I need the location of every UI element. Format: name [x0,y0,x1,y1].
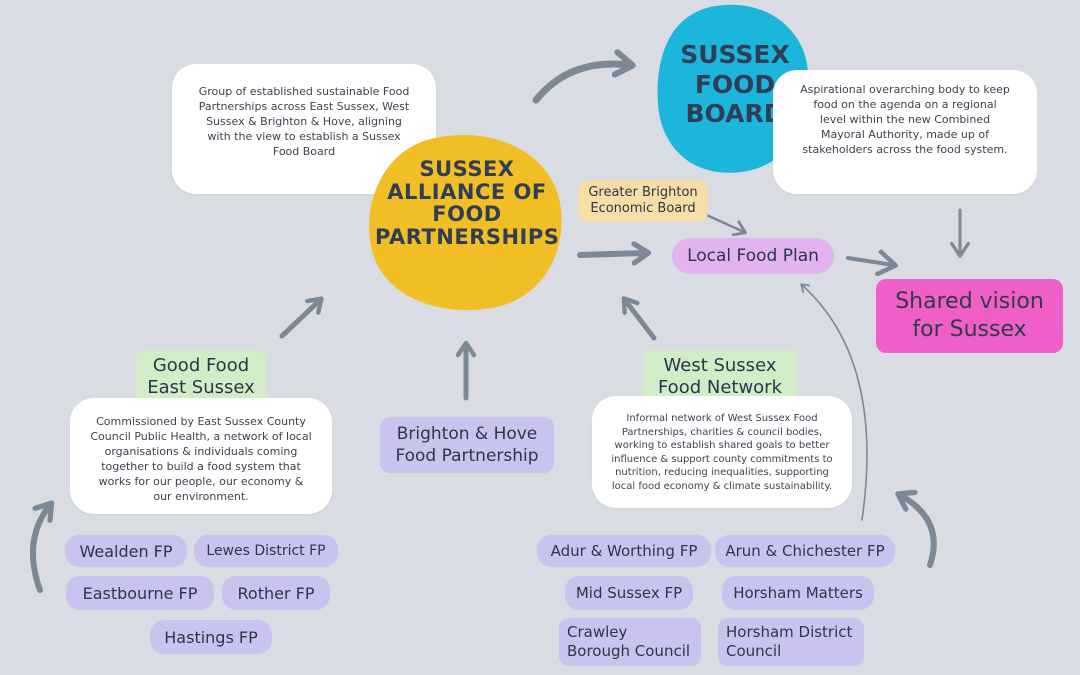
good-food-east-sussex-label: Good Food East Sussex [147,355,255,398]
west-partner-tag: Arun & Chichester FP [715,535,895,567]
alliance-description-text: Group of established sustainable Food Pa… [198,85,410,158]
brighton-hove-tag: Brighton & Hove Food Partnership [380,417,554,473]
good-food-description-text: Commissioned by East Sussex County Counc… [90,415,312,503]
arrow-east-partners-up [29,505,50,593]
alliance-title: SUSSEX ALLIANCE OF FOOD PARTNERSHIPS [375,157,560,250]
food-board-title: SUSSEX FOOD BOARD [680,40,790,128]
west-sussex-description-text: Informal network of West Sussex Food Par… [611,413,833,492]
east-partner-tag: Lewes District FP [194,535,338,567]
east-partner-tag: Rother FP [222,576,330,610]
east-partner-tag: Hastings FP [150,620,272,654]
west-partner-tag: Mid Sussex FP [565,576,693,610]
good-food-description: Commissioned by East Sussex County Counc… [70,398,332,514]
arrow-alliance-to-board [532,64,630,104]
board-description-text: Aspirational overarching body to keep fo… [800,83,1010,156]
west-sussex-network-label: West Sussex Food Network [657,355,783,398]
good-food-east-sussex-tag: Good Food East Sussex [136,350,266,404]
east-partner-tag: Wealden FP [65,535,187,567]
west-partner-label: Arun & Chichester FP [725,542,885,560]
west-partner-tag: Horsham District Council [718,618,864,666]
west-partner-label: Mid Sussex FP [575,584,683,602]
east-partner-label: Rother FP [237,583,315,603]
local-food-plan-tag: Local Food Plan [672,238,834,274]
east-partner-tag: Eastbourne FP [66,576,214,610]
arrow-good-food-to-alliance [279,300,320,339]
east-partner-label: Hastings FP [164,627,258,647]
shared-vision-tag: Shared vision for Sussex [876,279,1063,353]
west-partner-label: Adur & Worthing FP [550,542,698,560]
west-partner-tag: Horsham Matters [722,576,874,610]
food-board-blob: SUSSEX FOOD BOARD [655,2,810,174]
west-partner-tag: Adur & Worthing FP [537,535,711,567]
alliance-blob: SUSSEX ALLIANCE OF FOOD PARTNERSHIPS [365,132,565,312]
brighton-hove-label: Brighton & Hove Food Partnership [395,424,539,466]
arrow-food-plan-to-shared-vision [846,249,899,277]
west-sussex-description: Informal network of West Sussex Food Par… [592,396,852,508]
east-partner-label: Wealden FP [79,541,173,561]
greater-brighton-label: Greater Brighton Economic Board [588,185,698,216]
arrow-alliance-to-food-plan [577,253,646,255]
east-partner-label: Eastbourne FP [82,583,198,603]
board-description: Aspirational overarching body to keep fo… [773,70,1037,194]
west-sussex-network-tag: West Sussex Food Network [643,350,797,404]
west-partner-label: Horsham District Council [726,623,853,660]
west-partner-label: Crawley Borough Council [567,623,691,660]
arrow-west-partners-up [900,495,937,568]
arrow-west-sussex-to-center [625,300,657,341]
local-food-plan-label: Local Food Plan [687,246,819,266]
food-board-blob-shape [657,4,809,173]
east-partner-label: Lewes District FP [206,543,326,559]
shared-vision-label: Shared vision for Sussex [895,289,1044,342]
arrow-west-partners-to-food-plan [800,283,868,521]
west-partner-label: Horsham Matters [733,584,863,602]
greater-brighton-tag: Greater Brighton Economic Board [578,180,708,222]
alliance-blob-shape [369,134,562,311]
west-partner-tag: Crawley Borough Council [559,618,701,666]
